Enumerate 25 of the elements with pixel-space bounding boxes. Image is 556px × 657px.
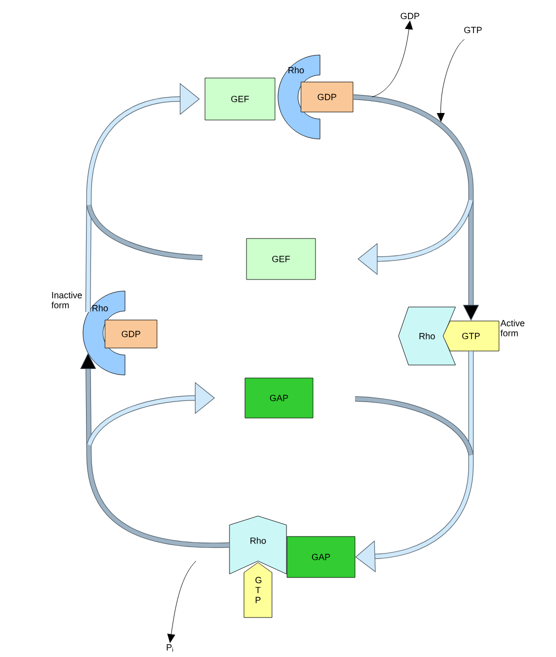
free-label: GDP xyxy=(400,12,420,20)
cycle-arrow xyxy=(80,353,230,548)
cycle-arrow xyxy=(355,351,474,572)
recycle-ribbon xyxy=(86,204,203,260)
recycle-ribbon xyxy=(354,396,474,456)
active-form-label: Active form xyxy=(500,320,524,336)
free-label: GTP xyxy=(464,26,482,34)
rho-protein: Rho xyxy=(398,306,456,366)
gap-box: GAP xyxy=(244,378,314,418)
release-arrow xyxy=(167,560,196,643)
gdp-box: GDP xyxy=(104,320,158,348)
recycle-arrow xyxy=(358,199,474,276)
rho-protein: Rho xyxy=(229,516,287,574)
cycle-arrow xyxy=(85,83,200,312)
entry-arrow xyxy=(436,39,465,122)
release-arrow xyxy=(372,20,413,98)
gef-box: GEF xyxy=(204,78,276,120)
gtp-tag: G T P xyxy=(244,562,272,618)
gap-box: GAP xyxy=(286,536,356,578)
gef-box: GEF xyxy=(246,238,316,280)
gdp-box: GDP xyxy=(300,82,354,112)
gtp-tag: GTP xyxy=(442,320,500,352)
free-label: P$_{i}$ xyxy=(166,644,173,652)
inactive-form-label: Inactive form xyxy=(52,292,82,308)
recycle-arrow xyxy=(86,382,215,446)
